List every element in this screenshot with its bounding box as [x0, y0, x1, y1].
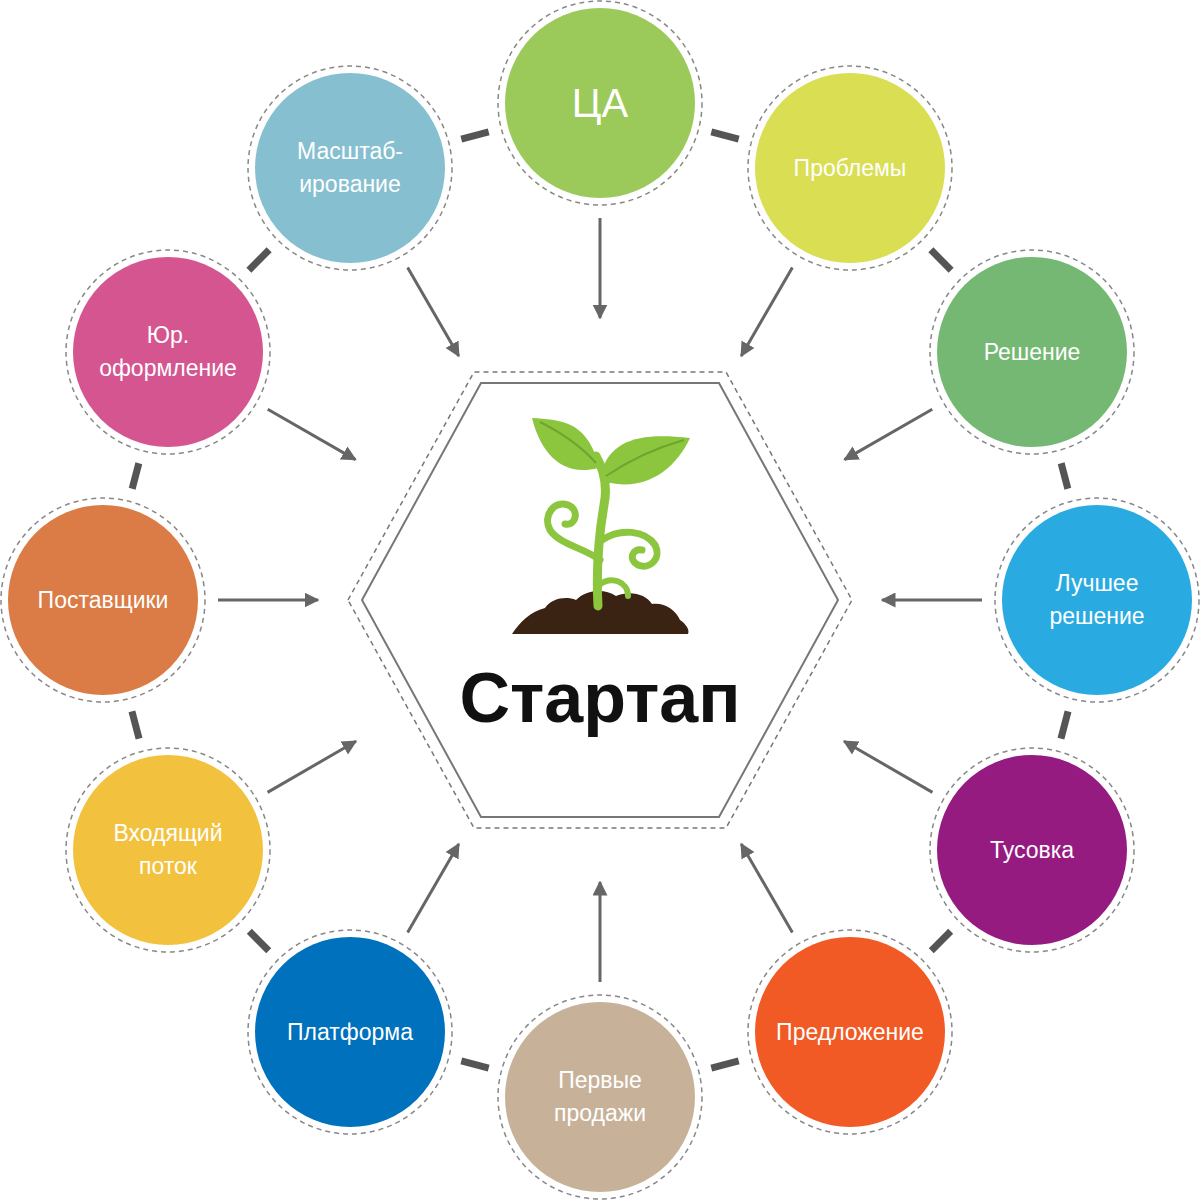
stage-circle: Тусовка — [937, 755, 1127, 945]
node-label: Платформа — [287, 1016, 413, 1049]
ring-link — [132, 711, 139, 738]
leaf-vein — [606, 440, 684, 476]
arrow-connector — [408, 268, 459, 356]
arrow-connector — [845, 409, 933, 459]
node-title: Стартап — [345, 658, 855, 738]
arrow-connector — [218, 599, 318, 602]
leaf — [532, 418, 598, 470]
ring-link — [249, 931, 268, 950]
stage-circle: ЦА — [505, 8, 695, 198]
tendril — [548, 504, 600, 560]
dashed-ring — [61, 245, 275, 459]
ring-link — [711, 1061, 738, 1068]
ring-link — [931, 931, 950, 950]
node-label: Лучшее решение — [1017, 567, 1177, 632]
node-label: Проблемы — [794, 152, 907, 185]
ring-link — [132, 463, 139, 489]
stage-circle: Масштаб- ирование — [255, 73, 445, 263]
ring-link — [249, 250, 269, 270]
arrow-connector — [741, 268, 792, 356]
arrow-connector — [268, 741, 356, 792]
stage-circle: Платформа — [255, 937, 445, 1127]
ring-link — [711, 132, 738, 139]
leaf-vein — [540, 422, 596, 463]
arrow-connector — [268, 409, 356, 459]
ring-link — [1061, 711, 1068, 738]
dashed-ring — [493, 990, 707, 1200]
stage-circle: Предложение — [755, 937, 945, 1127]
node-label: ЦА — [572, 75, 628, 132]
node-label: Тусовка — [990, 834, 1074, 867]
stage-circle: Поставщики — [8, 505, 198, 695]
arrow-connector — [408, 844, 459, 932]
arrow-connector — [882, 599, 982, 602]
hexagon-node: Стартап — [345, 370, 855, 830]
tendril — [602, 532, 657, 566]
ring-link — [461, 132, 488, 139]
dashed-ring — [243, 61, 457, 275]
arrow-connector — [599, 882, 602, 982]
node-label: Решение — [984, 336, 1081, 369]
node-label: Входящий поток — [88, 817, 248, 882]
tendril — [599, 580, 628, 596]
leaf — [602, 436, 690, 484]
hexagon-dashed — [348, 372, 852, 828]
arrow-connector — [844, 741, 932, 792]
stage-circle: Юр. оформление — [73, 257, 263, 447]
hexagon-solid — [362, 383, 838, 817]
node-label: Первые продажи — [520, 1064, 680, 1129]
node-label: Предложение — [776, 1016, 924, 1049]
stage-circle: Входящий поток — [73, 755, 263, 945]
arrow-connector — [599, 218, 602, 318]
stage-circle: Решение — [937, 257, 1127, 447]
ring-link — [1061, 463, 1068, 489]
stage-circle: Первые продажи — [505, 1002, 695, 1192]
dashed-ring — [61, 743, 275, 957]
arrow-connector — [741, 844, 792, 932]
stage-circle: Лучшее решение — [1002, 505, 1192, 695]
node-label: Юр. оформление — [88, 319, 248, 384]
node-label: Поставщики — [38, 584, 169, 617]
dashed-ring — [990, 493, 1200, 707]
hexagon-outline — [345, 370, 855, 830]
node-label: Масштаб- ирование — [270, 135, 430, 200]
ring-link — [461, 1061, 488, 1068]
stage-circle: Проблемы — [755, 73, 945, 263]
ring-link — [931, 250, 951, 270]
